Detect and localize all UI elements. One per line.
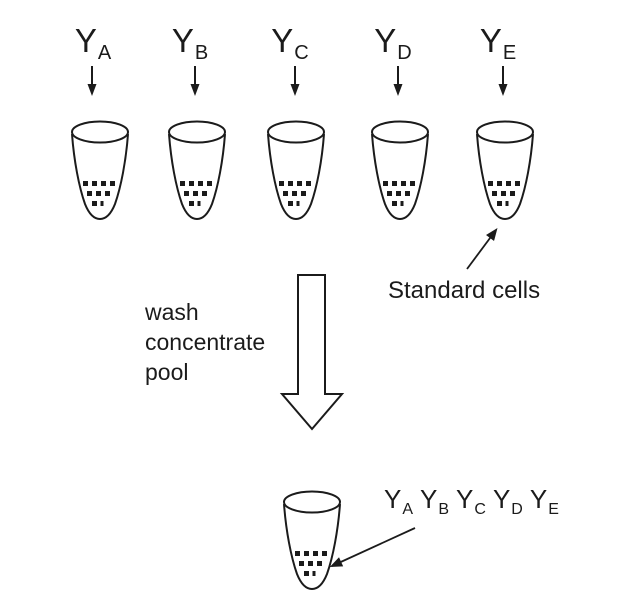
sample-tube bbox=[267, 120, 325, 220]
sample-tube bbox=[476, 120, 534, 220]
sample-tube bbox=[371, 120, 429, 220]
antibody-label-a: YA bbox=[74, 22, 111, 63]
antibody-symbol: Y bbox=[529, 484, 548, 514]
antibody-symbol: Y bbox=[456, 484, 474, 514]
antibody-subscript: C bbox=[474, 501, 486, 518]
down-arrow-icon bbox=[290, 66, 300, 96]
antibody-symbol: Y bbox=[384, 484, 402, 514]
sample-tube bbox=[71, 120, 129, 220]
sample-tube bbox=[168, 120, 226, 220]
process-steps: wash concentrate pool bbox=[145, 297, 265, 387]
antibody-label-d: YD bbox=[374, 22, 411, 63]
antibody-subscript: D bbox=[511, 501, 523, 518]
antibody-symbol: Y bbox=[420, 484, 438, 514]
process-step-concentrate: concentrate bbox=[145, 329, 266, 355]
down-arrow-icon bbox=[393, 66, 403, 96]
antibody-subscript: A bbox=[97, 42, 112, 64]
down-arrow-icon bbox=[190, 66, 200, 96]
antibody-symbol: Y bbox=[492, 484, 511, 514]
process-step-pool: pool bbox=[145, 359, 189, 385]
standard-cells-label: Standard cells bbox=[388, 277, 541, 304]
antibody-subscript: E bbox=[502, 42, 517, 64]
down-arrow-icon bbox=[87, 66, 97, 96]
antibody-subscript: B bbox=[194, 42, 209, 64]
pooled-label-arrow bbox=[329, 527, 416, 568]
down-arrow-icon bbox=[498, 66, 508, 96]
antibody-label-c: YC bbox=[271, 22, 308, 63]
antibody-symbol: Y bbox=[171, 22, 194, 59]
standard-cells-arrow bbox=[466, 227, 498, 270]
pool-process-arrow-icon bbox=[279, 274, 345, 431]
antibody-subscript: B bbox=[438, 501, 450, 518]
antibody-subscript: A bbox=[402, 501, 414, 518]
antibody-subscript: D bbox=[397, 42, 412, 64]
antibody-symbol: Y bbox=[74, 22, 97, 59]
antibody-label-e: YE bbox=[479, 22, 516, 63]
antibody-symbol: Y bbox=[374, 22, 397, 59]
antibody-label-b: YB bbox=[171, 22, 208, 63]
antibody-subscript: C bbox=[294, 42, 309, 64]
process-step-wash: wash bbox=[145, 299, 199, 325]
antibody-symbol: Y bbox=[271, 22, 294, 59]
antibody-subscript: E bbox=[548, 501, 559, 518]
antibody-symbol: Y bbox=[479, 22, 502, 59]
